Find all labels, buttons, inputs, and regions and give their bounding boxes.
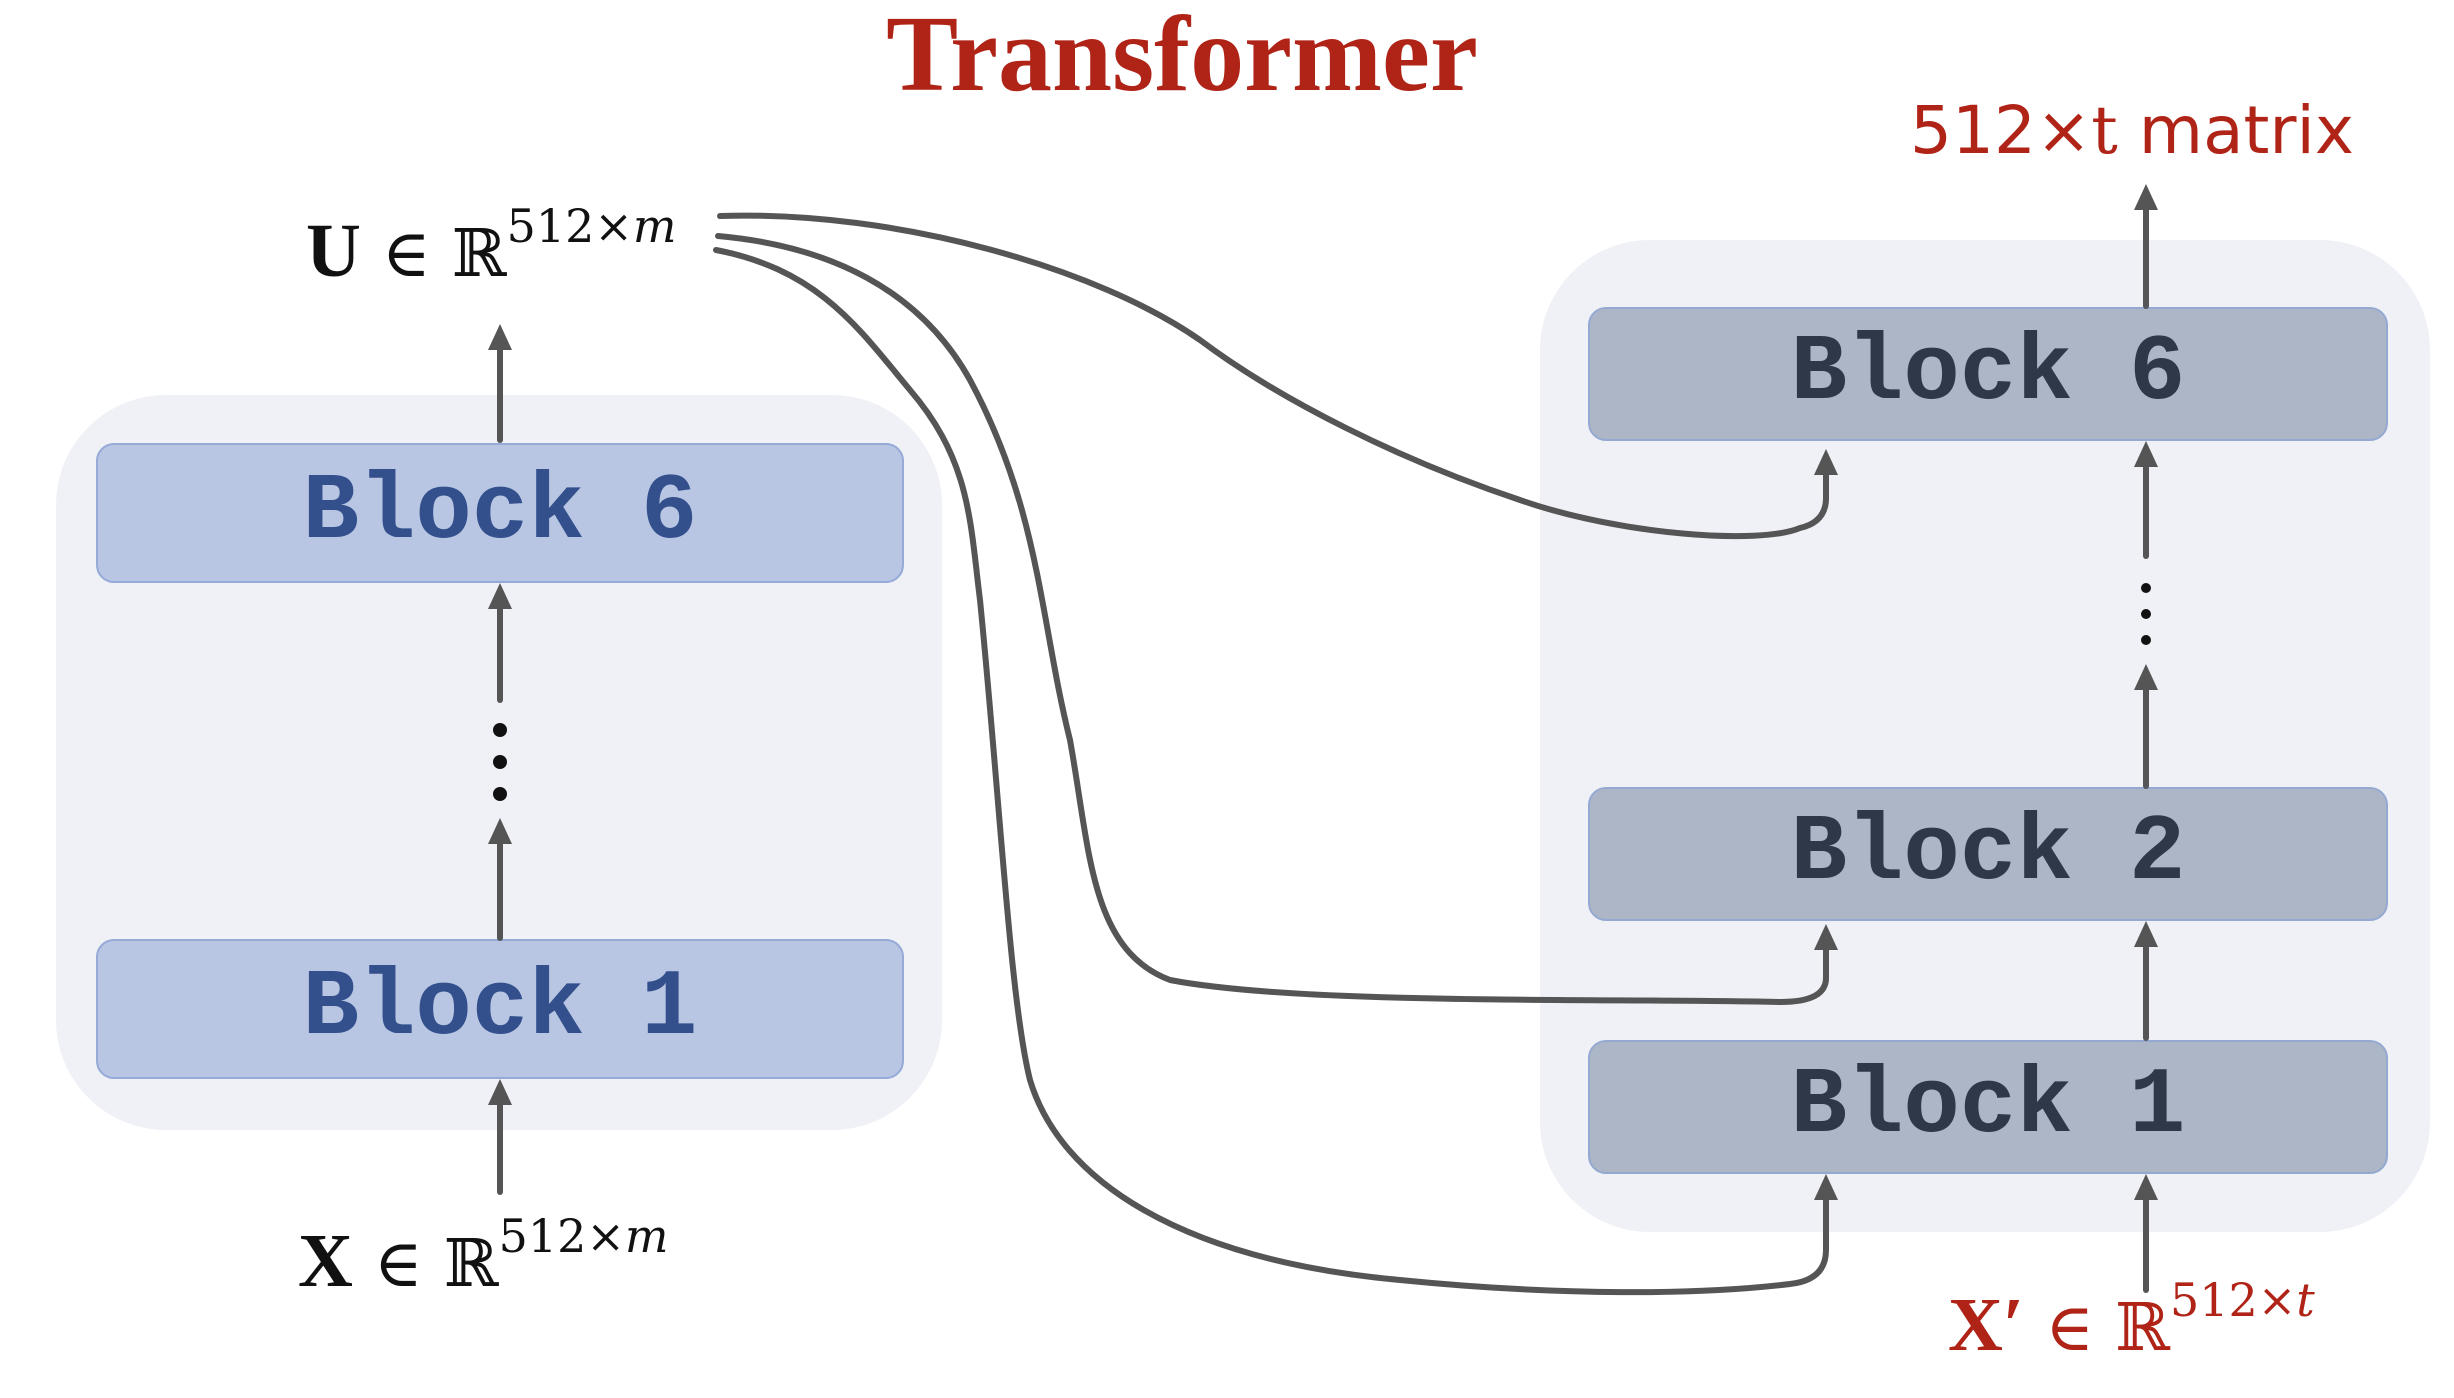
connector-to-block-6 bbox=[717, 212, 1829, 540]
encoder-input-label: X ∈ ℝ512×m bbox=[298, 1209, 669, 1303]
arrowhead bbox=[488, 583, 512, 609]
decoder-block-6: Block 6 bbox=[1588, 307, 2388, 441]
encoder-ellipsis-dot bbox=[493, 755, 507, 769]
encoder-output-label: U ∈ ℝ512×m bbox=[306, 199, 677, 293]
arrowhead bbox=[2134, 921, 2158, 947]
decoder-input-label: X′ ∈ ℝ512×t bbox=[1948, 1273, 2315, 1367]
arrowhead bbox=[2134, 184, 2158, 210]
diagram-title: Transformer bbox=[886, 0, 1478, 114]
arrowhead bbox=[1814, 924, 1838, 950]
arrowhead bbox=[488, 818, 512, 844]
encoder-ellipsis-dot bbox=[493, 723, 507, 737]
decoder-ellipsis-dot bbox=[2141, 609, 2151, 619]
arrowhead bbox=[1814, 1174, 1838, 1200]
arrowhead bbox=[2134, 664, 2158, 690]
decoder-block-1: Block 1 bbox=[1588, 1040, 2388, 1174]
decoder-ellipsis-dot bbox=[2141, 583, 2151, 593]
connector-to-block-2 bbox=[715, 233, 1829, 1006]
connector-to-block-1 bbox=[713, 247, 1829, 1296]
arrowhead bbox=[2134, 441, 2158, 467]
encoder-block-6: Block 6 bbox=[96, 443, 904, 583]
decoder-ellipsis-dot bbox=[2141, 635, 2151, 645]
arrowhead bbox=[488, 1079, 512, 1105]
encoder-ellipsis-dot bbox=[493, 787, 507, 801]
arrowhead bbox=[488, 324, 512, 350]
decoder-block-2: Block 2 bbox=[1588, 787, 2388, 921]
decoder-output-label: 512×t matrix bbox=[1910, 92, 2354, 169]
arrowhead bbox=[2134, 1174, 2158, 1200]
arrowhead bbox=[1814, 449, 1838, 475]
